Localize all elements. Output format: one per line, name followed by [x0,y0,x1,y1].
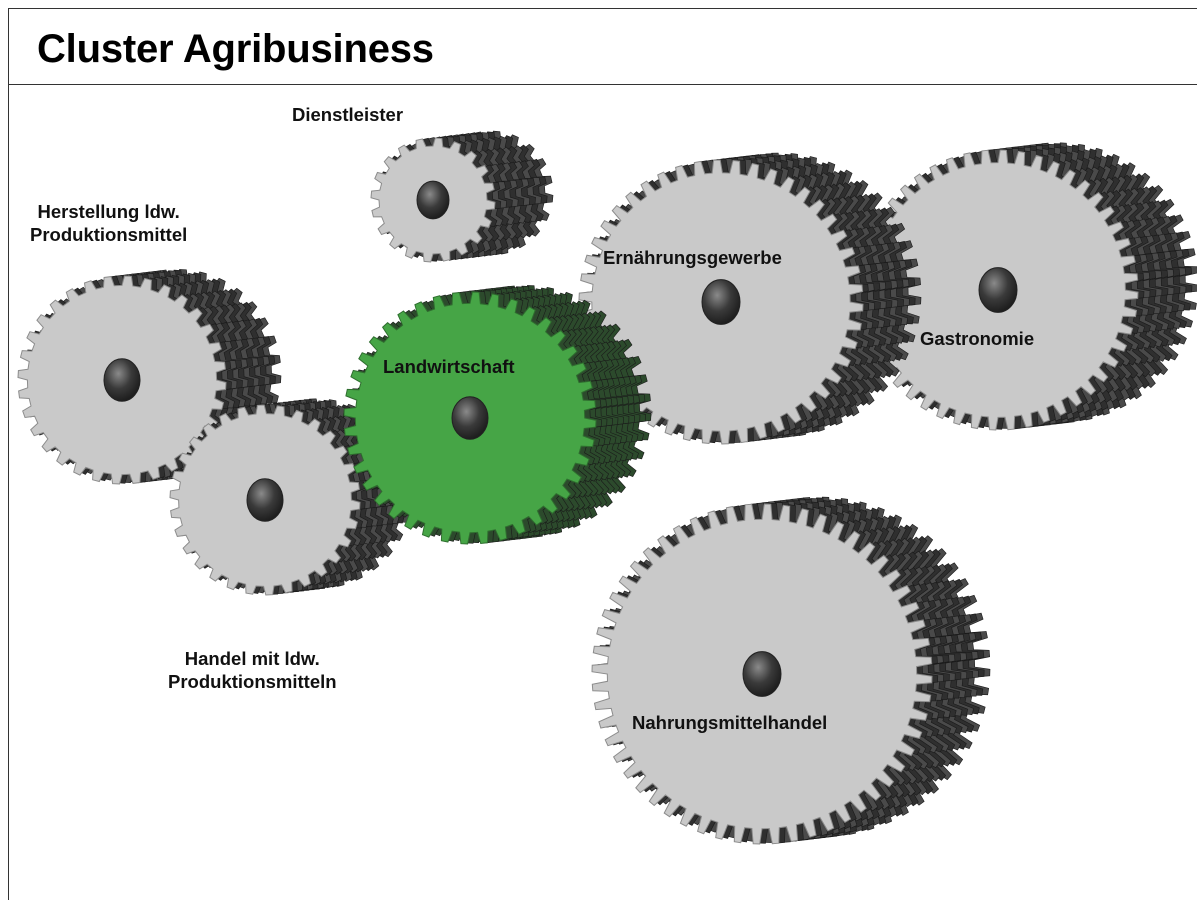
gear-nahrungsmittelhandel-hub [742,651,782,697]
label-ernaehrungsgewerbe: Ernährungsgewerbe [603,247,782,268]
page-title: Cluster Agribusiness [37,27,434,71]
label-herstellung-line2: Produktionsmittel [30,224,188,245]
gear-ernaehrungsgewerbe-hub [701,279,741,325]
label-handel-line2: Produktionsmitteln [168,671,337,692]
gear-ernaehrungsgewerbe [578,152,922,445]
label-dienstleister: Dienstleister [292,104,404,125]
label-herstellung: Herstellung ldw. Produktionsmittel [30,200,187,246]
gear-gastronomie [857,142,1197,431]
label-handel: Handel mit ldw. Produktionsmitteln [168,647,337,693]
gear-landwirtschaft-hub [451,396,489,440]
gear-handel-hub [246,478,284,522]
gear-gastronomie-hub [978,267,1018,313]
header: Cluster Agribusiness [9,9,1197,85]
label-herstellung-line1: Herstellung ldw. [37,201,180,222]
label-nahrungsmittelhandel: Nahrungsmittelhandel [632,712,828,733]
label-landwirtschaft: Landwirtschaft [383,356,515,377]
gear-dienstleister-hub [416,180,450,220]
gear-landwirtschaft [343,285,652,545]
gear-herstellung-hub [103,358,141,402]
page-frame [8,8,1197,900]
label-handel-line1: Handel mit ldw. [184,648,320,669]
label-gastronomie: Gastronomie [920,328,1035,349]
gear-nahrungsmittelhandel [591,496,991,845]
gear-dienstleister [370,130,554,263]
